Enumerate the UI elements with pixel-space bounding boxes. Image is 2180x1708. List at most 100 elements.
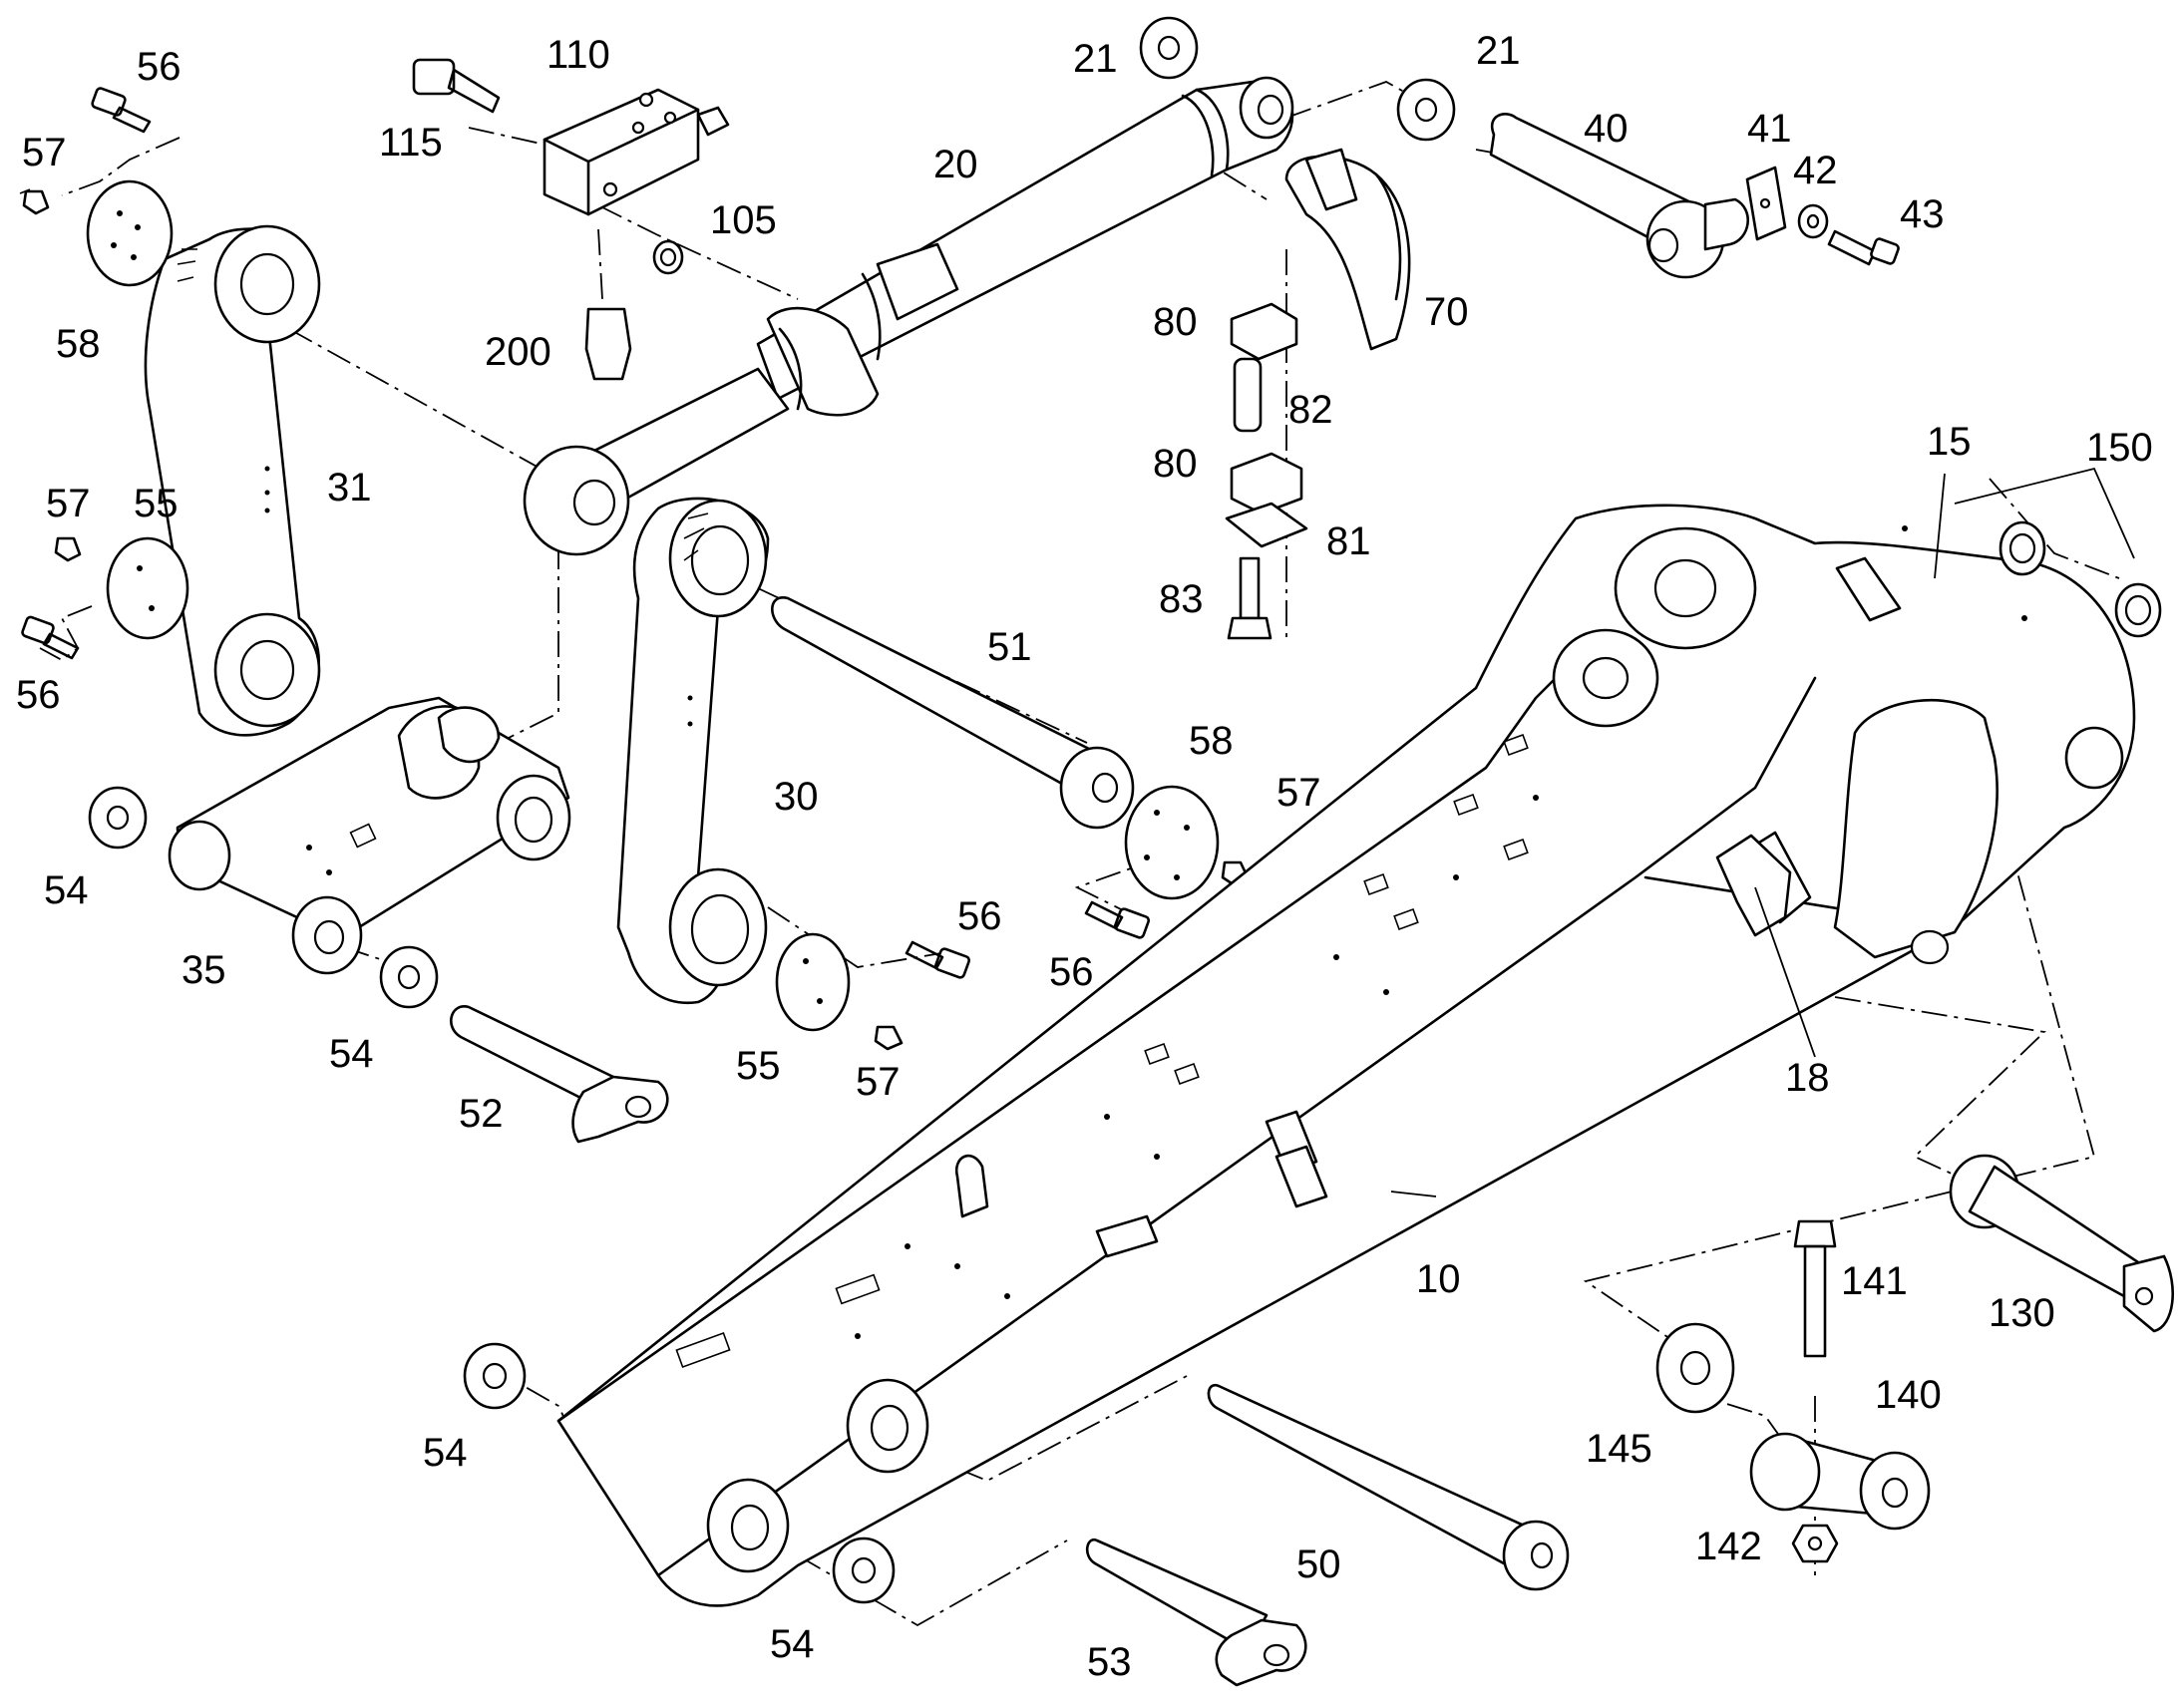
hydraulic-cylinder-20 [523,76,1294,556]
pin-130 [1949,1154,2175,1333]
shim-150-b [2114,582,2162,638]
retainer-disc-55-lower [775,932,851,1032]
bolt-56-lower [905,940,971,979]
callout-130: 130 [1989,1291,2055,1335]
valve-block-110 [543,88,730,216]
callout-41: 41 [1747,107,1792,151]
washer-145 [1655,1322,1735,1414]
bolt-141 [1793,1219,1837,1358]
pointer-lines [1390,467,2135,1197]
callout-58: 58 [56,322,101,366]
callout-81: 81 [1326,519,1371,563]
bracket-18 [1715,834,1792,937]
clamp-70 [1284,148,1411,351]
bolt-56-top [91,87,152,134]
callout-30: 30 [774,775,819,819]
fitting-200 [584,307,632,381]
pin-50 [1207,1383,1570,1591]
retainer-disc-58-mid [1124,785,1220,900]
bushing-140 [1749,1432,1931,1531]
washer-42 [1797,203,1829,239]
callout-80: 80 [1153,300,1198,344]
o-ring-105 [652,239,684,275]
shim-150-a [1998,520,2046,576]
callout-18: 18 [1785,1056,1830,1100]
callout-56: 56 [957,894,1002,938]
grease-nipple-57-mid [54,536,82,562]
callout-105: 105 [710,198,777,242]
callout-54: 54 [329,1032,374,1076]
link-30 [616,497,770,1005]
washer-54-link [379,945,439,1009]
callout-200: 200 [485,330,551,374]
bolt-83 [1227,556,1272,640]
plate-81 [1225,502,1308,548]
callout-55: 55 [736,1044,781,1088]
retainer-disc-58-upper [86,179,174,287]
washer-54-front-left [463,1342,527,1410]
callout-21: 21 [1476,29,1521,73]
callout-15: 15 [1927,420,1972,464]
callout-80: 80 [1153,442,1198,486]
bolt-56-mid [21,615,80,660]
callout-70: 70 [1424,290,1469,334]
callout-57: 57 [856,1060,901,1104]
callout-57: 57 [1276,771,1321,815]
spacer-82 [1233,357,1263,433]
callout-141: 141 [1841,1259,1908,1303]
callout-53: 53 [1087,1640,1132,1684]
callout-150: 150 [2086,426,2153,470]
upper-link-31 [144,224,321,737]
nut-142 [1791,1524,1839,1563]
callout-56: 56 [1049,950,1094,994]
callout-51: 51 [987,625,1032,669]
callout-21: 21 [1073,37,1118,81]
callout-57: 57 [46,482,91,525]
callout-43: 43 [1900,192,1945,236]
bolt-43 [1827,229,1900,266]
pin-40 [1489,113,1750,279]
callout-142: 142 [1695,1525,1762,1568]
callout-52: 52 [459,1092,504,1136]
washer-21-left [1139,16,1199,80]
pin-51 [771,596,1135,830]
callout-42: 42 [1793,149,1838,192]
callout-50: 50 [1296,1542,1341,1586]
washer-21-right [1396,78,1456,142]
pin-53 [1085,1537,1307,1687]
callout-35: 35 [182,948,226,992]
callout-54: 54 [770,1622,815,1666]
callout-31: 31 [327,466,372,510]
boom-10 [556,504,2136,1607]
washer-54-front-right [832,1537,896,1604]
callout-54: 54 [423,1431,468,1475]
grease-nipple-57-lower [874,1025,904,1051]
bolt-115 [412,58,501,114]
callout-82: 82 [1288,388,1333,432]
retainer-disc-55-upper [106,536,189,640]
callout-145: 145 [1586,1427,1652,1471]
pin-52 [450,1005,669,1144]
callout-54: 54 [44,868,89,912]
clamp-block-80-lower [1230,452,1303,515]
callout-labels: 56 110 21 21 57 115 40 41 20 42 43 105 5… [16,29,2153,1684]
callout-83: 83 [1159,577,1204,621]
callout-55: 55 [134,482,179,525]
grease-nipple-57-upper [19,188,50,215]
callout-110: 110 [546,33,610,77]
callout-56: 56 [16,673,61,717]
callout-140: 140 [1875,1373,1942,1417]
callout-56: 56 [137,45,182,89]
washer-54-left [88,786,148,850]
bolt-56-mid-right [1084,900,1151,939]
plate-41 [1745,166,1787,241]
callout-57: 57 [22,131,67,174]
callout-58: 58 [1189,719,1234,763]
callout-10: 10 [1416,1257,1461,1301]
callout-20: 20 [933,143,978,186]
callout-115: 115 [379,121,443,165]
callout-40: 40 [1584,107,1629,151]
clamp-block-80-upper [1230,302,1298,361]
link-35 [168,696,571,975]
